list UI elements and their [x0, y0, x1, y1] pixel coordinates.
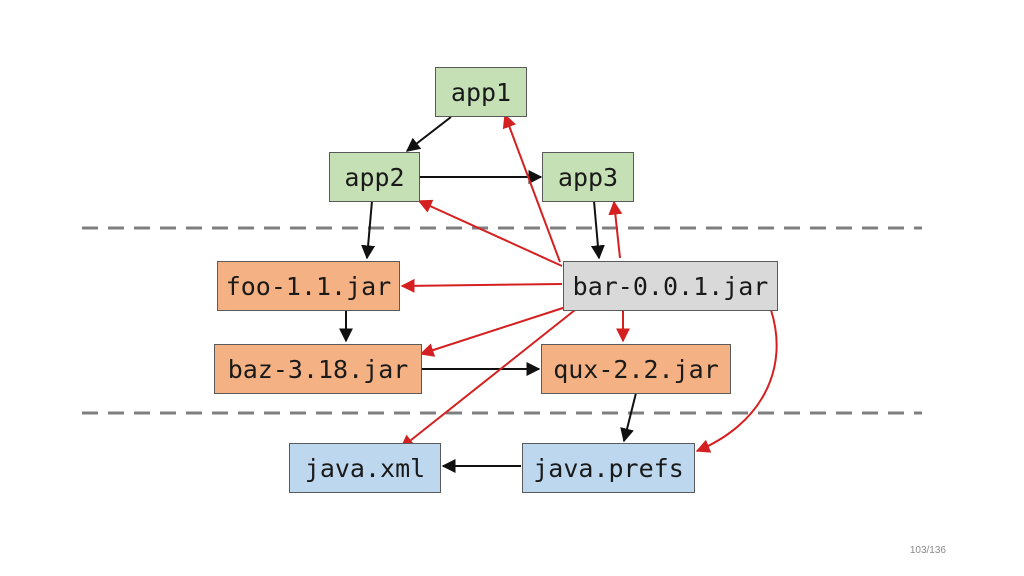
edge-bar-java-prefs: [695, 309, 778, 453]
edge-bar-java-xml: [399, 309, 576, 449]
page-number: 103/136: [909, 545, 946, 556]
node-java-prefs: java.prefs: [522, 443, 695, 493]
edge-app1-app2: [405, 116, 452, 152]
edge-bar-app1: [502, 113, 561, 263]
node-app1: app1: [435, 67, 527, 117]
node-bar-jar: bar-0.0.1.jar: [563, 261, 778, 311]
edge-bar-baz: [419, 306, 567, 357]
edge-qux-java-prefs: [620, 392, 637, 443]
node-foo-jar: foo-1.1.jar: [217, 261, 400, 311]
node-app3: app3: [542, 152, 634, 202]
node-java-xml: java.xml: [289, 443, 441, 493]
edge-bar-app2: [417, 199, 563, 267]
edge-app2-foo: [361, 200, 376, 260]
edge-bar-app3: [608, 200, 623, 259]
edge-bar-foo: [400, 278, 563, 293]
node-qux-jar: qux-2.2.jar: [541, 344, 731, 394]
node-baz-jar: baz-3.18.jar: [214, 344, 422, 394]
edge-app3-bar: [590, 200, 605, 260]
node-app2: app2: [329, 152, 420, 202]
